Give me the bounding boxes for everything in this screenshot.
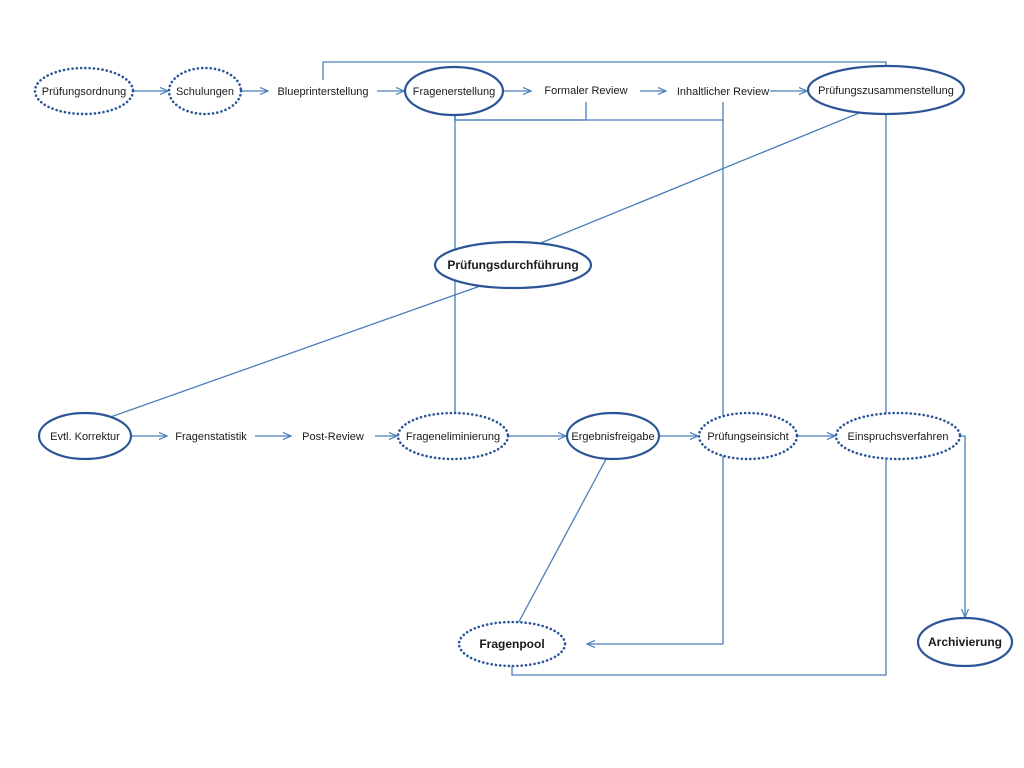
node-ellipse (916, 616, 1014, 668)
node-label-fragenstatistik: Fragenstatistik (175, 431, 247, 443)
node-label-formaler-review: Formaler Review (544, 85, 627, 97)
node-fragenpool: Fragenpool (457, 620, 567, 668)
node-label-post-review: Post-Review (302, 431, 364, 443)
edge-ergebnisfreigabe-to-fragenpool (514, 447, 613, 631)
node-label-frageneliminierung: Frageneliminierung (406, 431, 500, 443)
node-einspruchsverfahren: Einspruchsverfahren (834, 411, 962, 461)
node-pruefungszusammenstellung: Prüfungszusammenstellung (806, 64, 966, 116)
node-archivierung: Archivierung (916, 616, 1014, 668)
nodes-layer: Prüfungsordnung Schulungen Blueprinterstel… (33, 64, 1014, 668)
node-label-ergebnisfreigabe: Ergebnisfreigabe (571, 431, 654, 443)
node-evtl-korrektur: Evtl. Korrektur (37, 411, 133, 461)
node-ergebnisfreigabe: Ergebnisfreigabe (565, 411, 661, 461)
node-label-evtl-korrektur: Evtl. Korrektur (50, 431, 120, 443)
node-fragenerstellung: Fragenerstellung (403, 65, 505, 117)
node-ellipse (37, 411, 133, 461)
node-post-review: Post-Review (302, 431, 364, 443)
node-label-inhaltlicher-review: Inhaltlicher Review (677, 86, 769, 98)
node-label-schulungen: Schulungen (176, 86, 234, 98)
node-label-blueprinterstellung: Blueprinterstellung (277, 86, 368, 98)
node-ellipse (403, 65, 505, 117)
node-label-pruefungsordnung: Prüfungsordnung (42, 86, 126, 98)
edge-pruefungsdurchfuehrung-to-evtl-korrektur (88, 278, 501, 425)
node-label-fragenerstellung: Fragenerstellung (413, 86, 496, 98)
node-label-pruefungseinsicht: Prüfungseinsicht (707, 431, 788, 443)
node-formaler-review: Formaler Review (544, 85, 627, 97)
node-ellipse (806, 64, 966, 116)
node-schulungen: Schulungen (167, 66, 243, 116)
node-label-archivierung: Archivierung (928, 635, 1002, 649)
node-pruefungsordnung: Prüfungsordnung (33, 66, 135, 116)
node-ellipse-dotted (457, 620, 567, 668)
edge-einspruchsverfahren-to-archivierung (961, 435, 965, 617)
node-pruefungsdurchfuehrung: Prüfungsdurchführung (433, 240, 593, 290)
edge-blueprinterstellung-to-pruefungszusammenstellung (322, 61, 886, 80)
node-label-pruefungsdurchfuehrung: Prüfungsdurchführung (447, 258, 578, 272)
node-ellipse-dotted (834, 411, 962, 461)
node-label-einspruchsverfahren: Einspruchsverfahren (848, 431, 949, 443)
node-ellipse-dotted (697, 411, 799, 461)
node-pruefungseinsicht: Prüfungseinsicht (697, 411, 799, 461)
node-frageneliminierung: Frageneliminierung (396, 411, 510, 461)
edge-fragenpool-to-pruefungszusammenstellung (511, 101, 886, 676)
node-ellipse (565, 411, 661, 461)
node-label-fragenpool: Fragenpool (479, 637, 544, 651)
node-ellipse-dotted (33, 66, 135, 116)
node-inhaltlicher-review: Inhaltlicher Review (677, 86, 769, 98)
edge-pruefungszusammenstellung-to-pruefungsdurchfuehrung (526, 101, 887, 249)
node-ellipse-dotted (167, 66, 243, 116)
edge-inhaltlicher-review-to-fragenpool (587, 120, 724, 644)
node-fragenstatistik: Fragenstatistik (175, 431, 247, 443)
node-ellipse (433, 240, 593, 290)
node-ellipse-dotted (396, 411, 510, 461)
node-blueprinterstellung: Blueprinterstellung (277, 86, 368, 98)
edges-layer (88, 61, 965, 676)
node-label-pruefungszusammenstellung: Prüfungszusammenstellung (818, 85, 954, 97)
